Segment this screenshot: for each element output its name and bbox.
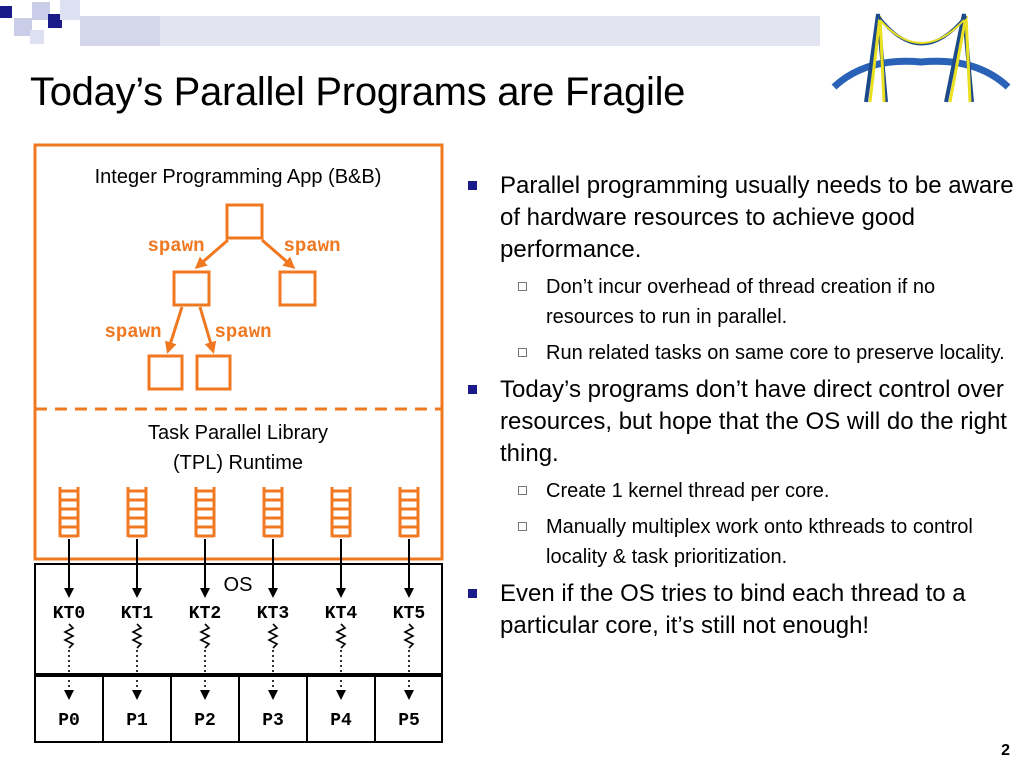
os-box bbox=[34, 563, 443, 675]
kernel-thread-4: KT4 bbox=[325, 604, 358, 624]
sub-bullet-1a: Don’t incur overhead of thread creation … bbox=[462, 272, 1022, 332]
thread-squiggle-4 bbox=[335, 623, 347, 649]
task-leaf-1 bbox=[147, 354, 184, 391]
sub-bullet-2a: Create 1 kernel thread per core. bbox=[462, 476, 1022, 506]
task-queue-0 bbox=[58, 487, 80, 538]
spawn-label-4: spawn bbox=[214, 321, 271, 343]
processors: P0 P1 P2 P3 P4 P5 bbox=[58, 711, 420, 731]
sub-bullet-2b: Manually multiplex work onto kthreads to… bbox=[462, 512, 1022, 572]
spawn-label-3: spawn bbox=[104, 321, 161, 343]
page-number: 2 bbox=[1001, 742, 1010, 759]
bullet-1: Parallel programming usually needs to be… bbox=[462, 170, 1022, 266]
thread-squiggle-1 bbox=[131, 623, 143, 649]
header-decoration bbox=[0, 0, 820, 46]
task-queue-3 bbox=[262, 487, 284, 538]
slide-title: Today’s Parallel Programs are Fragile bbox=[30, 70, 686, 114]
bullet-list: Parallel programming usually needs to be… bbox=[462, 170, 1022, 648]
processor-2: P2 bbox=[194, 711, 216, 731]
bullet-2: Today’s programs don’t have direct contr… bbox=[462, 374, 1022, 470]
processor-1: P1 bbox=[126, 711, 148, 731]
task-queue-4 bbox=[330, 487, 352, 538]
task-queues bbox=[58, 487, 420, 538]
thread-squiggle-5 bbox=[403, 623, 415, 649]
thread-squiggle-0 bbox=[63, 623, 75, 649]
kernel-threads: KT0 KT1 KT2 KT3 KT4 KT5 bbox=[53, 604, 425, 624]
task-queue-5 bbox=[398, 487, 420, 538]
task-left bbox=[172, 270, 211, 307]
runtime-stack-diagram: Integer Programming App (B&B) spawn spaw… bbox=[33, 143, 444, 743]
kernel-thread-0: KT0 bbox=[53, 604, 85, 624]
runtime-label-line2: (TPL) Runtime bbox=[173, 452, 303, 474]
task-root bbox=[225, 203, 264, 240]
task-queue-1 bbox=[126, 487, 148, 538]
processor-5: P5 bbox=[398, 711, 420, 731]
bullet-3: Even if the OS tries to bind each thread… bbox=[462, 578, 1022, 642]
kernel-thread-5: KT5 bbox=[393, 604, 425, 624]
processor-3: P3 bbox=[262, 711, 284, 731]
task-tree bbox=[147, 203, 317, 391]
thread-squiggle-3 bbox=[267, 623, 279, 649]
task-right bbox=[278, 270, 317, 307]
thread-squiggle-2 bbox=[199, 623, 211, 649]
kernel-thread-1: KT1 bbox=[121, 604, 154, 624]
os-label: OS bbox=[224, 574, 253, 596]
application-box bbox=[33, 143, 444, 561]
task-leaf-2 bbox=[195, 354, 232, 391]
processor-4: P4 bbox=[330, 711, 352, 731]
app-label: Integer Programming App (B&B) bbox=[95, 166, 382, 188]
kernel-thread-2: KT2 bbox=[189, 604, 221, 624]
task-queue-2 bbox=[194, 487, 216, 538]
sub-bullet-1b: Run related tasks on same core to preser… bbox=[462, 338, 1022, 368]
spawn-label-1: spawn bbox=[147, 235, 204, 257]
spawn-label-2: spawn bbox=[283, 235, 340, 257]
processor-0: P0 bbox=[58, 711, 80, 731]
par-lab-logo bbox=[831, 13, 1011, 103]
kernel-thread-3: KT3 bbox=[257, 604, 289, 624]
runtime-label-line1: Task Parallel Library bbox=[148, 422, 328, 444]
